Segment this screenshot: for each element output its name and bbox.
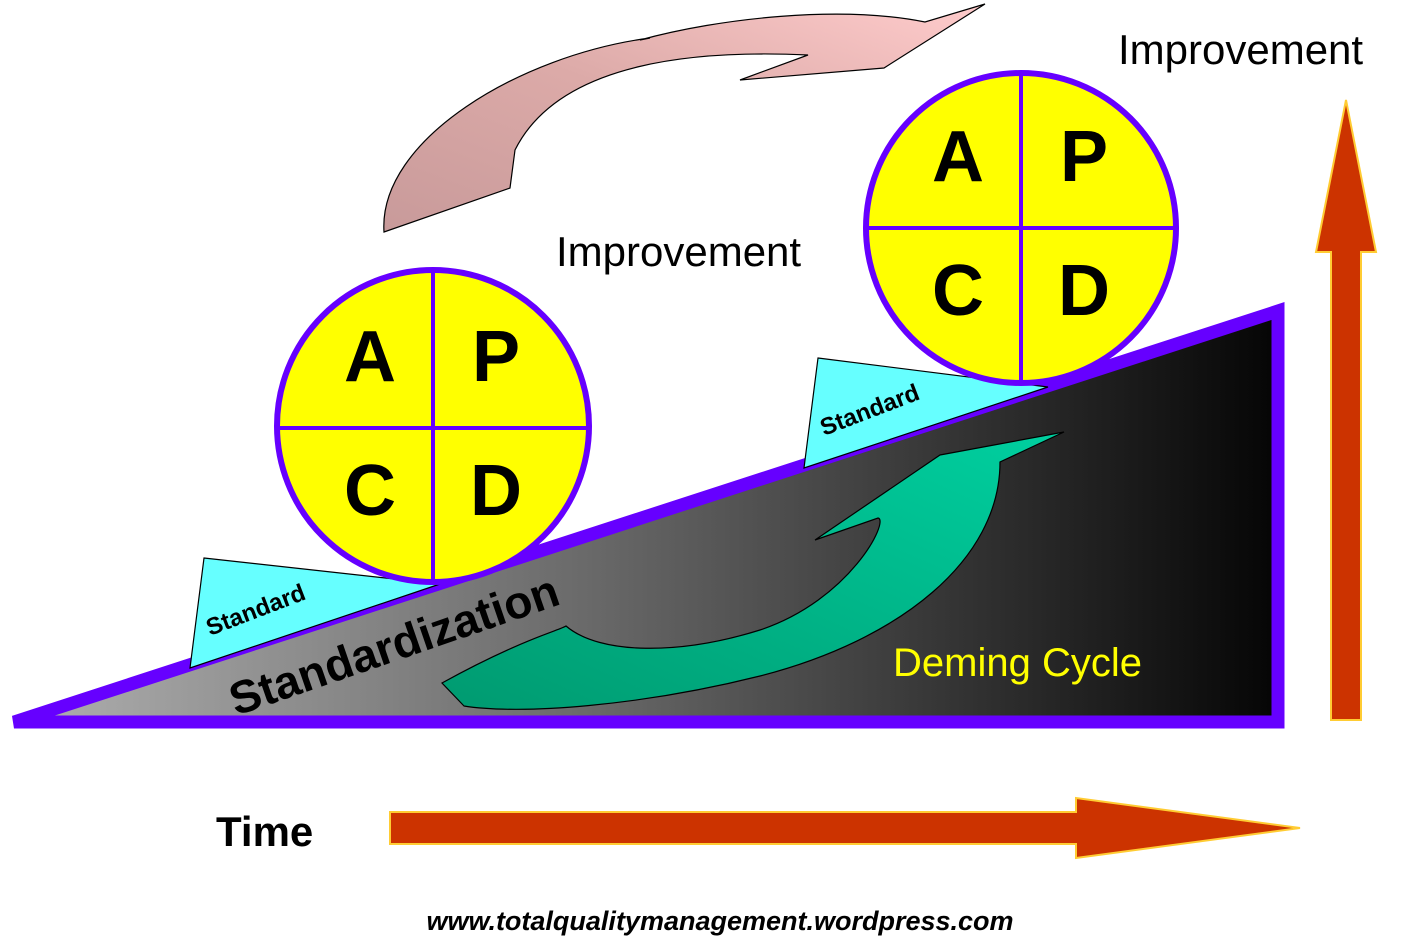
green-curved-arrow xyxy=(441,431,1065,710)
wheel-upper-act: A xyxy=(932,117,984,197)
wheel-lower-do: D xyxy=(470,451,522,531)
wheel-lower-plan: P xyxy=(472,317,520,397)
improvement-mid-label: Improvement xyxy=(556,228,801,275)
deming-cycle-label: Deming Cycle xyxy=(893,641,1142,685)
time-arrow xyxy=(389,796,1301,860)
wheel-lower-act: A xyxy=(344,317,396,397)
pink-curved-arrow xyxy=(383,3,986,233)
improvement-up-arrow xyxy=(1314,99,1378,721)
time-label: Time xyxy=(216,808,313,855)
improvement-axis-label: Improvement xyxy=(1118,26,1363,73)
wheel-upper-do: D xyxy=(1058,251,1110,331)
standard-wedge-upper xyxy=(803,357,1049,469)
footer-url: www.totalqualitymanagement.wordpress.com xyxy=(426,906,1013,936)
wheel-lower-check: C xyxy=(344,451,396,531)
wheel-upper-check: C xyxy=(932,251,984,331)
wheel-upper-plan: P xyxy=(1060,117,1108,197)
standard-wedge-lower xyxy=(189,557,441,669)
pdca-wheel-lower: A P C D xyxy=(274,267,592,585)
pdca-wheel-upper: A P C D xyxy=(863,70,1179,386)
